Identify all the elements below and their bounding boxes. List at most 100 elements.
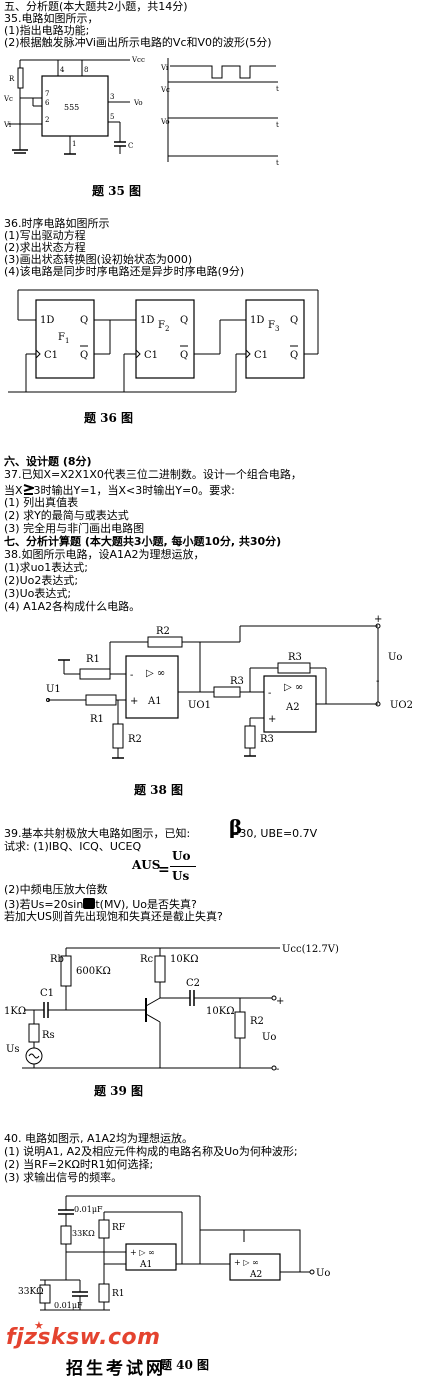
q38-u1: U1 xyxy=(46,684,61,695)
figure-35: Vcc R Vc Vi 555 4 8 7 6 2 1 3 5 Vo C Vi … xyxy=(3,56,279,167)
q36-line2: (1)写出驱动方程 xyxy=(4,229,86,242)
ff1-d: 1D xyxy=(40,315,54,326)
q38-line1: 38.如图所示电路，设A1A2为理想运放， xyxy=(4,548,205,561)
q35-pin4: 4 xyxy=(60,66,65,74)
q39-equals: = xyxy=(158,862,170,878)
q40-c-bot: 0.01μF xyxy=(54,1301,83,1310)
q39-r2: R2 xyxy=(250,1016,264,1027)
q37-line2b: 3时输出Y=1，当X<3时输出Y=0。要求: xyxy=(33,484,235,497)
q35-vo-label: Vo xyxy=(133,99,143,107)
ff2-d: 1D xyxy=(140,315,154,326)
q35-line1: 35.电路如图所示， xyxy=(4,12,99,25)
q39-line5: 若加大US则首先出现饱和失真还是截止失真? xyxy=(4,910,223,923)
q35-t3: t xyxy=(276,159,279,167)
q35-caption: 题 35 图 xyxy=(92,184,142,198)
q38-uo-plus: + xyxy=(374,614,382,625)
q38-plus1: + xyxy=(130,696,138,707)
q38-r2a: R2 xyxy=(156,626,170,637)
ff1-sub: 1 xyxy=(65,337,69,345)
q40-rf: RF xyxy=(112,1223,125,1233)
q35-c-label: C xyxy=(128,142,133,150)
q38-uo: Uo xyxy=(388,652,402,663)
q35-t1: t xyxy=(276,85,279,93)
q36-line4: (3)画出状态转换图(设初始状态为000) xyxy=(4,253,193,266)
q39-rl-val: 10KΩ xyxy=(206,1006,235,1017)
q35-wave-vo-label: Vo xyxy=(160,118,170,126)
q35-chip-label: 555 xyxy=(64,103,79,112)
q38-inf1: ▷ ∞ xyxy=(146,668,165,679)
ff1-q: Q xyxy=(80,315,88,326)
q39-line4b: t(MV), Uo是否失真? xyxy=(95,898,197,911)
logo-star-icon: ★ xyxy=(34,1319,44,1332)
omega-symbol xyxy=(83,898,96,909)
q35-line3: (2)根据触发脉冲Vi画出所示电路的Vc和V0的波形(5分) xyxy=(4,36,272,49)
q40-caption: 题 40 图 xyxy=(160,1358,210,1372)
ff3-c: C1 xyxy=(254,350,268,361)
q39-ucc: Ucc(12.7V) xyxy=(282,944,339,955)
q40-c-top: 0.01μF xyxy=(74,1205,103,1214)
figure-36: 1D Q F 1 C1 Q 1D Q F 2 C1 Q 1D Q F 3 C1 … xyxy=(8,289,319,393)
q37-line2: 当X 3时输出Y=1，当X<3时输出Y=0。要求: xyxy=(4,483,235,497)
q39-caption: 题 39 图 xyxy=(94,1084,144,1098)
q38-inf2: ▷ ∞ xyxy=(284,682,303,693)
q39-c1: C1 xyxy=(40,988,54,999)
q39-line1b: =30, UBE=0.7V xyxy=(230,827,318,840)
q35-line2: (1)指出电路功能; xyxy=(4,24,90,37)
ff2-sub: 2 xyxy=(165,325,169,333)
q38-uo1: UO1 xyxy=(188,700,211,711)
q35-vc-label: Vc xyxy=(3,95,13,103)
q38-r3a: R3 xyxy=(288,652,302,663)
q35-pin7: 7 xyxy=(45,90,49,98)
ff1-qb: Q xyxy=(80,350,88,361)
q40-a1: A1 xyxy=(139,1260,152,1270)
ff2-name: F xyxy=(158,320,165,331)
ff2-c: C1 xyxy=(144,350,158,361)
q39-frac-den: Us xyxy=(172,869,190,883)
section5-heading: 五、分析题(本大题共2小题，共14分) xyxy=(4,0,188,13)
q37-line4: (2) 求Y的最简与或表达式 xyxy=(4,509,129,522)
q36-caption: 题 36 图 xyxy=(84,411,134,425)
site-logo: fjzsksw.com xyxy=(6,1325,161,1350)
q37-line2a: 当X xyxy=(4,484,23,497)
q38-line3: (2)Uo2表达式; xyxy=(4,574,79,587)
q40-line2: (1) 说明A1, A2及相应元件构成的电路名称及Uo为何种波形; xyxy=(4,1145,298,1158)
q38-a2: A2 xyxy=(285,702,300,713)
q40-uo: Uo xyxy=(316,1268,330,1279)
q38-r3c: R3 xyxy=(260,734,274,745)
q39-line4a: (3)若Us=20sin xyxy=(4,898,84,911)
ff3-qb: Q xyxy=(290,350,298,361)
q35-pin2: 2 xyxy=(45,116,49,124)
figure-40: 0.01μF 33KΩ RF 33KΩ 0.01μF R1 + ▷ ∞ A1 +… xyxy=(18,1195,330,1311)
site-slogan: 招生考试网 xyxy=(66,1359,166,1379)
q40-line1: 40. 电路如图示, A1A2均为理想运放。 xyxy=(4,1132,194,1145)
q35-wave-vi-label: Vi xyxy=(160,64,169,72)
q38-line2: (1)求uo1表达式; xyxy=(4,561,88,574)
section7-heading: 七、分析计算题 (本大题共3小题, 每小题10分, 共30分) xyxy=(4,535,282,548)
q39-plus: + xyxy=(276,996,284,1007)
q38-caption: 题 38 图 xyxy=(134,783,184,797)
q39-rb-val: 600KΩ xyxy=(76,966,111,977)
q39-uo: Uo xyxy=(262,1032,276,1043)
q39-line3: (2)中频电压放大倍数 xyxy=(4,883,108,896)
q35-pin5: 5 xyxy=(110,113,114,121)
q39-line1: 39.基本共射极放大电路如图示，已知:=30, UBE=0.7V xyxy=(4,828,317,840)
q38-r2b: R2 xyxy=(128,734,142,745)
q35-vcc-label: Vcc xyxy=(131,56,145,64)
q35-pin8: 8 xyxy=(84,66,88,74)
q39-aus: AUS xyxy=(132,858,161,872)
q35-vi-label: Vi xyxy=(3,121,12,129)
q39-frac-bar xyxy=(170,866,196,867)
ff3-name: F xyxy=(268,320,275,331)
q39-line2: 试求: (1)IBQ、ICQ、UCEQ xyxy=(4,840,142,853)
q38-uo-minus: - xyxy=(376,676,379,687)
q35-pin6: 6 xyxy=(45,99,50,107)
q40-a2: A2 xyxy=(249,1270,262,1280)
q37-line5: (3) 完全用与非门画出电路图 xyxy=(4,522,145,535)
q39-c2: C2 xyxy=(186,978,200,989)
ff1-c: C1 xyxy=(44,350,58,361)
q40-r1: R1 xyxy=(112,1289,125,1299)
ff3-q: Q xyxy=(290,315,298,326)
section6-heading: 六、设计题 (8分) xyxy=(4,455,92,468)
q35-r-label: R xyxy=(9,75,15,83)
q38-minus1: - xyxy=(130,670,133,681)
